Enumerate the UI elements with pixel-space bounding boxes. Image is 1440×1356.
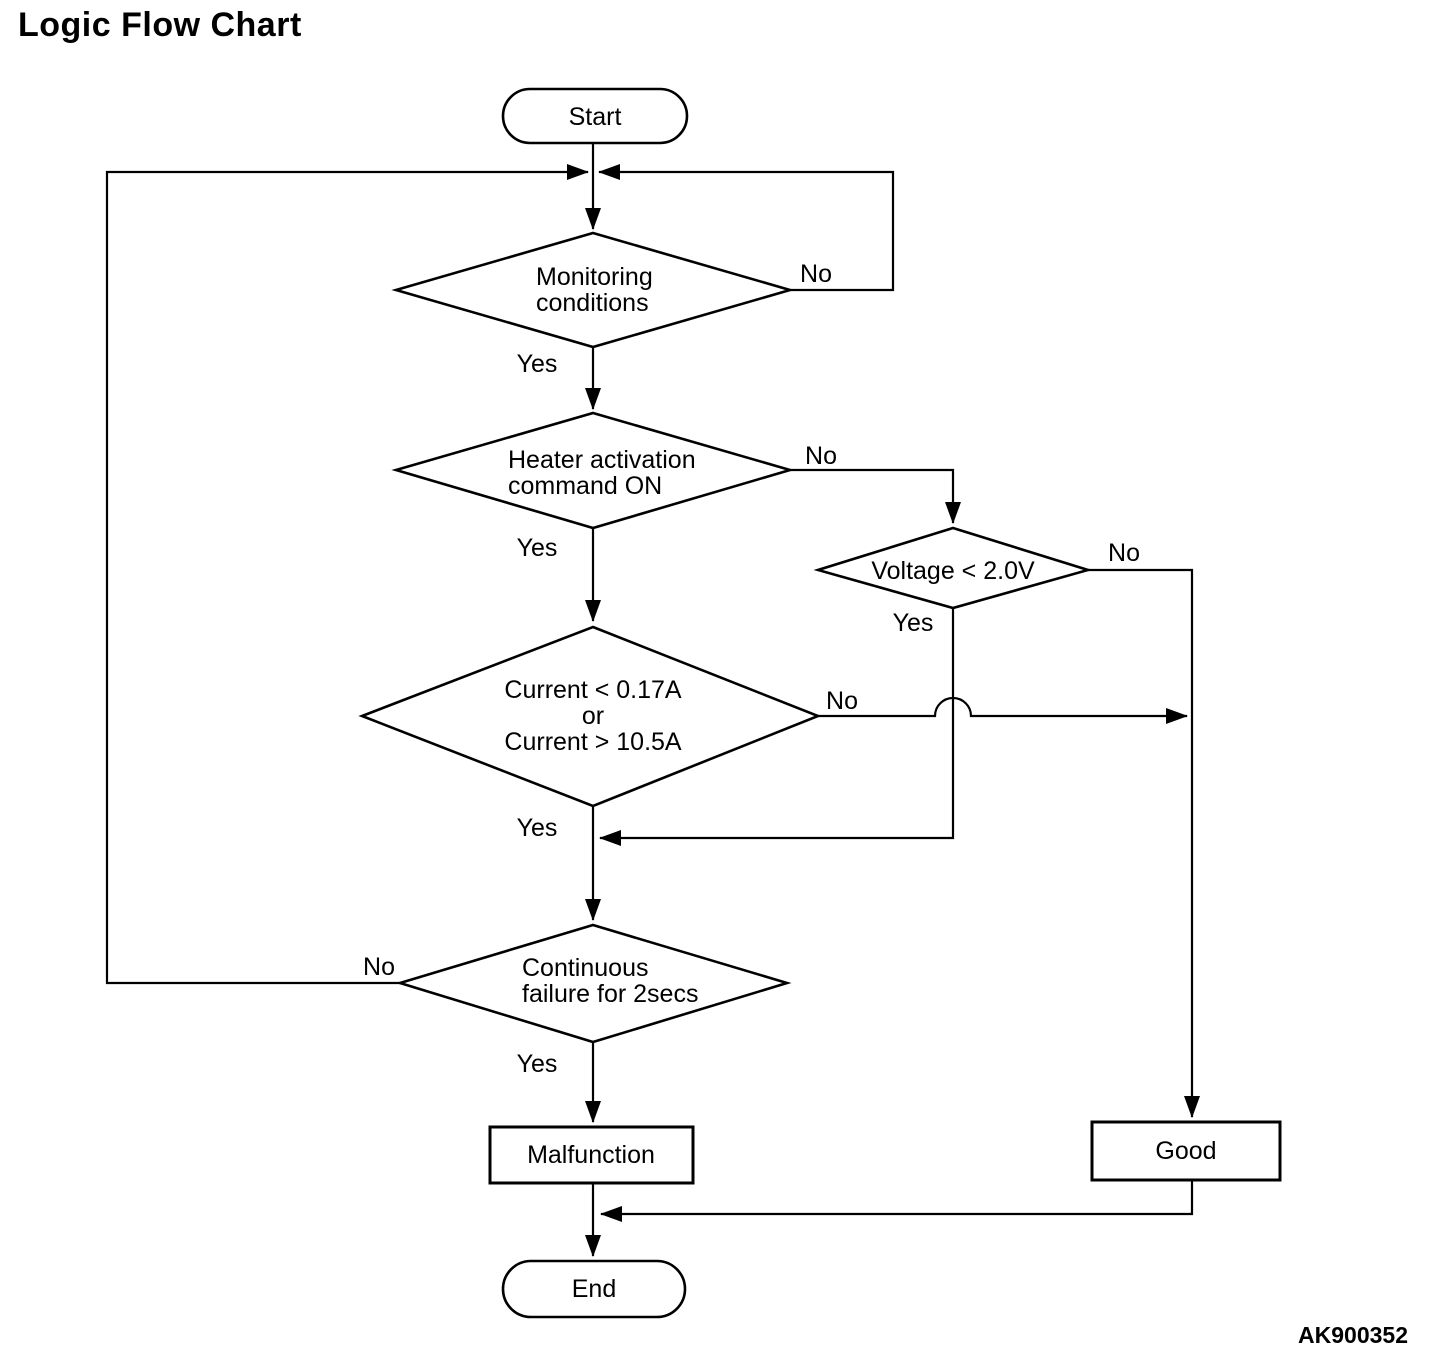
voltage-yes-label: Yes: [892, 609, 934, 637]
continuous-decision-diamond: [395, 923, 792, 1044]
edge-voltage-no-to-good: [1088, 568, 1200, 1118]
monitoring-label-line1: Monitoring: [536, 263, 653, 291]
end-terminator: [501, 1259, 687, 1319]
voltage-decision-diamond: [813, 526, 1093, 610]
start-terminator: [501, 87, 689, 145]
continuous-label-line2: failure for 2secs: [522, 980, 699, 1008]
voltage-no-label: No: [1108, 539, 1140, 567]
page-title: Logic Flow Chart: [18, 6, 302, 44]
heater-label-line2: command ON: [508, 472, 663, 500]
current-no-label: No: [826, 687, 858, 715]
edge-current-no-with-line-hop: [818, 696, 1188, 724]
end-label: End: [571, 1275, 617, 1303]
current-label-line1: Current < 0.17A: [504, 676, 682, 704]
edge-good-to-end-merge: [600, 1180, 1194, 1222]
voltage-label: Voltage < 2.0V: [871, 557, 1035, 585]
continuous-yes-label: Yes: [516, 1050, 558, 1078]
edge-continuous-no-feedback: [105, 164, 589, 985]
edge-voltage-yes-merge: [599, 608, 955, 846]
start-label: Start: [568, 103, 622, 131]
heater-decision-diamond: [391, 411, 795, 530]
monitoring-yes-label: Yes: [516, 350, 558, 378]
malfunction-box: [488, 1125, 695, 1185]
monitoring-decision-diamond: [391, 231, 795, 349]
heater-no-label: No: [805, 442, 837, 470]
heater-label-line1: Heater activation: [508, 446, 696, 474]
monitoring-label: Monitoring conditions: [536, 264, 653, 316]
edge-monitoring-no-feedback: [598, 164, 895, 292]
good-label: Good: [1155, 1137, 1217, 1165]
figure-code: AK900352: [1298, 1322, 1408, 1348]
heater-label: Heater activation command ON: [508, 447, 696, 499]
malfunction-label: Malfunction: [527, 1141, 655, 1169]
current-label: Current < 0.17A or Current > 10.5A: [504, 677, 681, 755]
monitoring-no-label: No: [800, 260, 832, 288]
current-decision-diamond: [358, 625, 822, 808]
continuous-label-line1: Continuous: [522, 954, 649, 982]
continuous-no-label: No: [363, 953, 395, 981]
monitoring-label-line2: conditions: [536, 289, 649, 317]
current-label-line2: or: [581, 702, 605, 730]
current-yes-label: Yes: [516, 814, 558, 842]
heater-yes-label: Yes: [516, 534, 558, 562]
good-box: [1090, 1120, 1282, 1182]
current-label-line3: Current > 10.5A: [504, 728, 682, 756]
continuous-label: Continuous failure for 2secs: [522, 955, 698, 1007]
edge-heater-no: [790, 468, 961, 524]
